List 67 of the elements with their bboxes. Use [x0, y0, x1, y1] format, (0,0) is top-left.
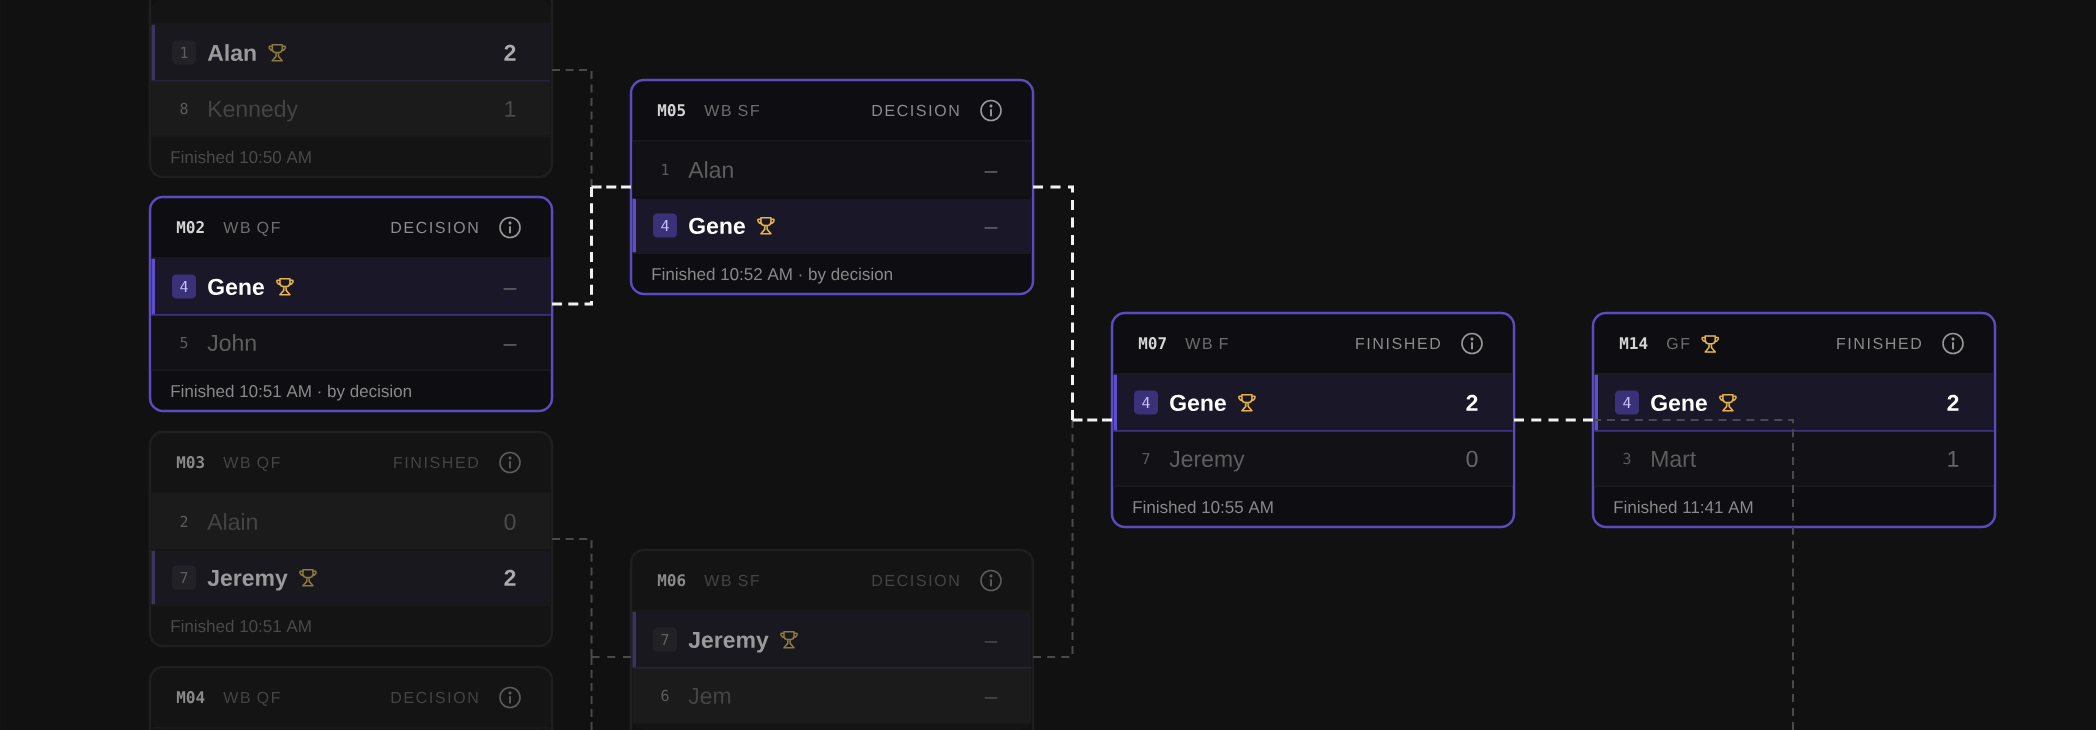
seed-badge: 1	[172, 40, 196, 65]
connector-line	[1032, 419, 1074, 658]
match-code: M04	[176, 691, 205, 704]
score: –	[503, 288, 517, 290]
match-code: M14	[1619, 337, 1648, 349]
score: 0	[1466, 450, 1478, 467]
score: –	[984, 227, 998, 229]
player-name: Gene	[208, 278, 264, 295]
match-code: M06	[657, 574, 686, 587]
connector-line	[591, 185, 631, 189]
player-name: Gene	[1170, 394, 1226, 411]
score: –	[984, 171, 998, 173]
connector-line	[1514, 418, 1593, 422]
status-label: FINISHED	[1837, 337, 1922, 350]
score: 1	[1948, 450, 1959, 467]
score: –	[984, 641, 998, 643]
match-code: M03	[176, 456, 205, 469]
seed-badge: 4	[172, 274, 196, 299]
player-name: Gene	[1651, 394, 1707, 411]
seed-number: 6	[661, 689, 669, 702]
status-label: DECISION	[872, 104, 959, 117]
player-name: John	[207, 334, 256, 351]
player-name: Mart	[1652, 450, 1697, 467]
connector-line	[590, 656, 632, 658]
seed-number: 3	[1623, 452, 1631, 465]
seed-number: 2	[180, 515, 188, 527]
seed-number: 8	[180, 102, 188, 115]
seed-number: 1	[662, 164, 669, 175]
seed-badge: 4	[1134, 390, 1158, 415]
status-label: DECISION	[391, 221, 478, 234]
player-name: Gene	[689, 217, 745, 234]
seed-number: 5	[180, 337, 188, 349]
connector-line	[1072, 418, 1112, 422]
round-label: WB F	[1185, 338, 1228, 349]
player-name: Jeremy	[1169, 450, 1245, 472]
player-name: Jeremy	[207, 569, 288, 591]
round-label: WB QF	[223, 221, 280, 236]
connector-line	[551, 69, 593, 188]
score: –	[984, 697, 998, 699]
connector-line	[1033, 185, 1074, 420]
seed-number: 7	[1142, 453, 1150, 464]
match-code: M02	[176, 221, 204, 234]
score: 2	[1947, 394, 1959, 411]
connector-line	[1592, 419, 1794, 730]
connector-line	[551, 538, 593, 658]
round-label: GF	[1667, 337, 1690, 350]
finish-time: Finished 10:52 AM · by decision	[652, 267, 892, 284]
seed-badge: 4	[653, 213, 677, 238]
connector-line	[590, 656, 593, 730]
player-name: Alan	[688, 161, 733, 178]
score: 2	[1466, 394, 1478, 411]
seed-badge: 4	[1615, 390, 1639, 415]
finish-time: Finished 10:55 AM	[1133, 500, 1273, 514]
finish-time: Finished 10:51 AM · by decision	[171, 384, 411, 401]
seed-badge: 7	[172, 565, 196, 590]
seed-badge: 7	[653, 627, 677, 652]
match-code: M07	[1138, 337, 1166, 350]
finish-time: Finished 11:41 AM	[1614, 500, 1753, 514]
score: 2	[504, 569, 516, 586]
round-label: WB SF	[704, 104, 759, 117]
connector-line	[552, 187, 593, 306]
player-name: Jeremy	[688, 631, 769, 653]
player-name: Alan	[207, 44, 256, 61]
score: 2	[504, 44, 516, 61]
match-code: M05	[657, 104, 686, 117]
status-label: FINISHED	[1356, 337, 1441, 350]
score: –	[503, 344, 517, 346]
